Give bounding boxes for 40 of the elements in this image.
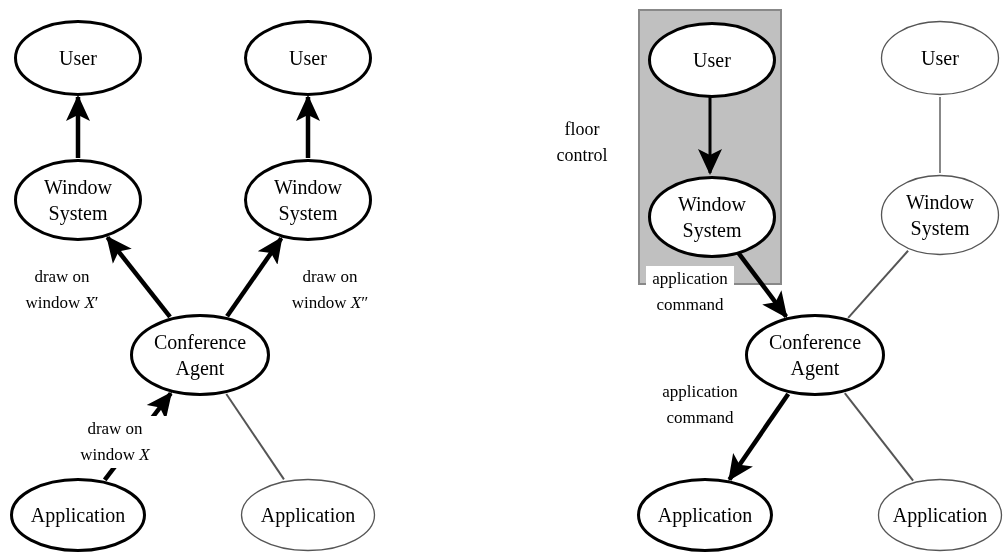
ellipse-node [637,478,773,552]
arrow [736,251,788,319]
node-label: Window System [272,175,344,226]
node-label: Application [891,503,989,528]
node-label: Window System [676,192,748,243]
node-label: User [692,48,732,73]
ellipse-node [10,478,146,552]
connector-line [939,96,941,174]
connector-line [225,393,285,481]
node-label: User [920,46,960,71]
side-label: floor control [555,118,609,167]
ellipse-node [14,20,142,96]
ellipse-node [877,478,1003,552]
connector-line [847,249,910,319]
ellipse-node [880,20,1000,96]
node-label: Conference Agent [767,330,863,381]
ellipse-node [648,22,776,98]
ellipse-node [14,159,142,241]
ellipse-node [244,20,372,96]
arrow [66,95,90,158]
node-label: Window System [42,175,114,226]
arrow [727,392,791,482]
ellipse-node [880,174,1000,256]
node-label: Window System [904,190,976,241]
node-label: Application [259,503,357,528]
node-label: Application [656,503,754,528]
node-label: Conference Agent [152,330,248,381]
ellipse-node [745,314,885,396]
node-label: Application [29,503,127,528]
ellipse-node [240,478,376,552]
arrow [698,97,722,175]
node-label: User [288,46,328,71]
ellipse-node [648,176,776,258]
arrow [225,236,284,318]
arrow [296,95,320,158]
ellipse-node [130,314,270,396]
connector-line [843,392,915,482]
arrow [105,235,172,319]
node-label: User [58,46,98,71]
ellipse-node [244,159,372,241]
